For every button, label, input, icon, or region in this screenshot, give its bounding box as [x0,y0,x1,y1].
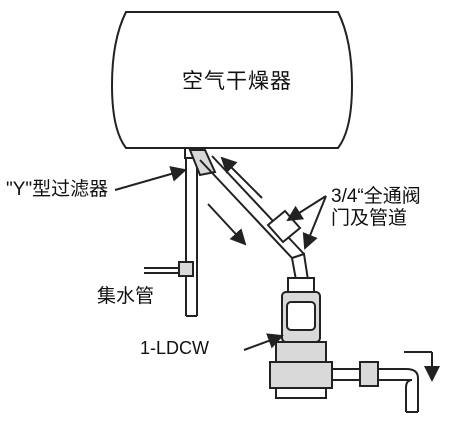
y-filter-leader [114,166,187,191]
valve-leader-2 [302,195,327,250]
model-label: 1-LDCW [140,338,210,358]
y-filter-label: "Y"型过滤器 [6,179,109,200]
tank-label: 空气干燥器 [182,70,292,93]
valve-leader-1 [286,195,327,222]
double-arrow-icon [207,156,263,246]
down-arrow-icon [404,351,440,382]
drain-pipe-vertical [144,147,198,317]
valve-label: 3/4“全通阀 门及管道 [331,186,421,230]
ldcw-unit [269,277,333,399]
valve-label-line1: 3/4“全通阀 [331,186,421,207]
valve-label-line2: 门及管道 [331,207,408,229]
discharge-pipe [332,361,419,413]
air-dryer-tank [110,11,354,149]
collector-label: 集水管 [97,286,155,307]
model-leader [243,333,284,351]
